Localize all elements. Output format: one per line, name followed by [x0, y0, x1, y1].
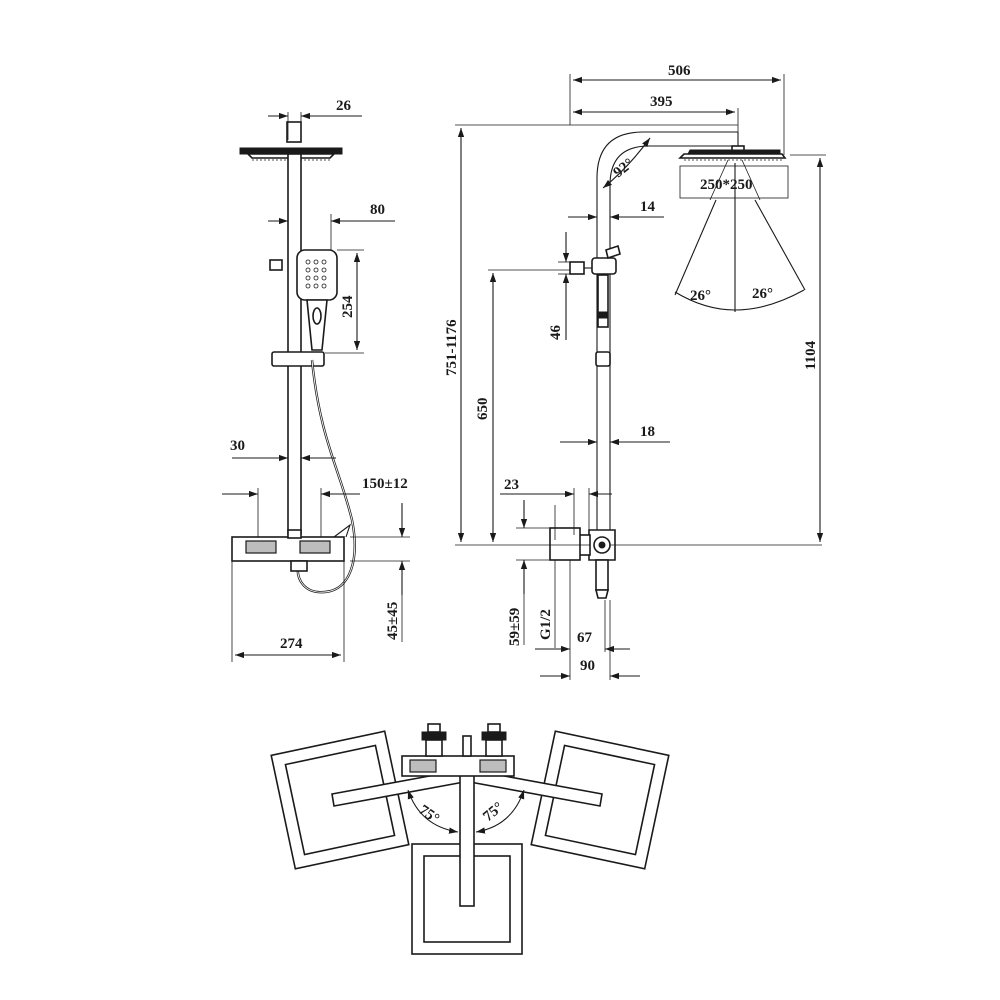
dim-front-total-depth: 90: [580, 658, 595, 674]
dim-395: 395: [573, 94, 739, 132]
dim-side-inlet-spacing: 150±12: [362, 476, 408, 492]
dim-26: 26: [268, 98, 362, 140]
side-slide-bracket: [271, 351, 325, 367]
front-spray-pattern: [674, 159, 806, 312]
top-view: 75° 75°: [270, 723, 670, 955]
dim-59: 59±59: [507, 500, 550, 646]
dim-front-arm-tube: 14: [640, 199, 656, 215]
dim-front-mixer-offset: 23: [504, 477, 519, 493]
side-mixer-body: [231, 523, 352, 572]
side-riser-pipe: [287, 153, 302, 535]
front-riser-arm: [596, 131, 745, 540]
dim-side-height: 45±45: [385, 602, 401, 640]
dim-front-bracket: 46: [548, 325, 564, 341]
side-handset: [296, 249, 338, 351]
dim-side-handset-offset: 80: [370, 202, 385, 218]
dim-26-degrees: 26° 26°: [690, 286, 773, 304]
dim-front-thread: G1/2: [538, 609, 554, 640]
top-arms: [331, 765, 603, 907]
dim-g12: G1/2: [538, 505, 556, 648]
dim-250x250: 250*250: [679, 165, 789, 199]
dim-front-spray-left: 26°: [690, 288, 711, 304]
dim-side-rail-diameter: 30: [230, 438, 245, 454]
dim-506: 506: [569, 63, 785, 155]
dim-650: 650: [475, 269, 570, 542]
dim-front-mixer-depth: 67: [577, 630, 593, 646]
dim-90: 90: [540, 600, 640, 680]
dim-14: 14: [568, 199, 664, 221]
dim-1104: 1104: [790, 154, 826, 542]
dim-side-width: 274: [280, 636, 303, 652]
dim-front-height-range: 751-1176: [444, 319, 460, 376]
dim-150: 150±12: [222, 476, 408, 537]
front-handset-holder: [569, 244, 621, 367]
dim-front-head-size: 250*250: [700, 177, 753, 193]
dim-23: 23: [500, 477, 612, 535]
front-mixer: [549, 527, 616, 599]
dim-top-swivel-left: 75°: [416, 802, 442, 827]
front-shower-head: [678, 149, 787, 161]
dim-front-rail-tube: 18: [640, 424, 655, 440]
dim-front-arm-reach: 395: [650, 94, 673, 110]
dim-front-overall-height: 1104: [803, 340, 819, 370]
dim-45: 45±45: [350, 503, 410, 642]
dim-front-mixer-height: 59±59: [507, 608, 523, 646]
dim-67: 67: [535, 560, 630, 680]
dim-46: 46: [548, 232, 570, 340]
side-view: 26 80 254 30 150±12: [222, 98, 410, 662]
dim-751-1176: 751-1176: [444, 128, 590, 546]
front-view: 506 395 92° 14 250*250 26° 26°: [444, 63, 826, 680]
dim-18: 18: [560, 424, 670, 446]
dim-side-handset-length: 254: [340, 295, 356, 318]
dim-30: 30: [230, 438, 336, 462]
dim-274: 274: [231, 561, 345, 662]
dim-front-overall-width: 506: [668, 63, 691, 79]
top-mixer: [401, 723, 515, 777]
dim-front-spray-right: 26°: [752, 286, 773, 302]
dim-front-lower-height: 650: [475, 398, 491, 421]
dim-80: 80: [268, 202, 395, 250]
dim-side-head-depth: 26: [336, 98, 352, 114]
dim-254: 254: [325, 249, 364, 354]
